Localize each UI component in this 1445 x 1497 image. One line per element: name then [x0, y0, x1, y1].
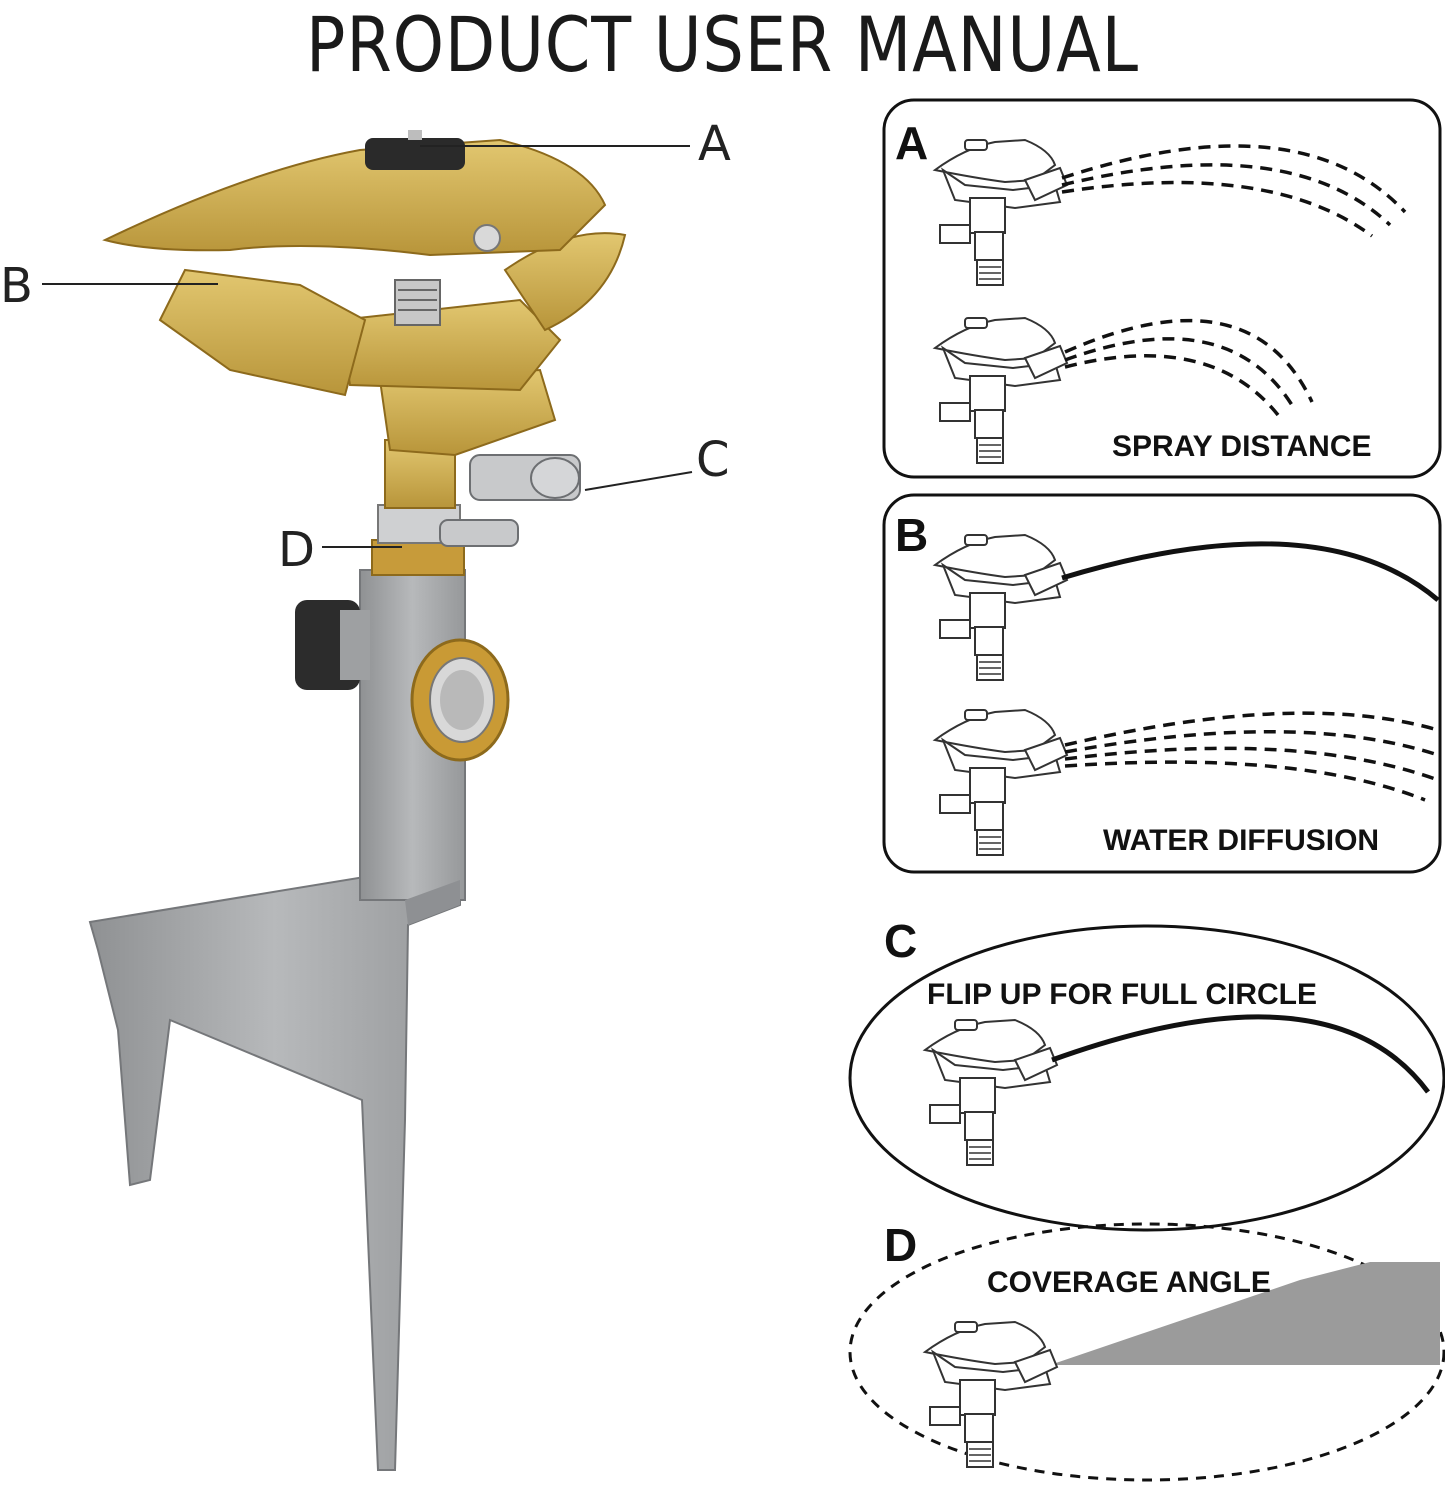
callout-c: C: [696, 432, 730, 488]
panel-a-frame: [882, 98, 1442, 479]
hose-inlet-cap: [295, 600, 370, 690]
nozzle-arm: [158, 268, 367, 397]
brass-hose-connector: [410, 638, 510, 762]
panel-d-label: D: [884, 1219, 918, 1271]
panel-c-frame: [848, 924, 1445, 1232]
callout-d: D: [278, 522, 315, 578]
callout-a: A: [698, 116, 731, 172]
callout-line-c: [584, 471, 693, 491]
panel-b-stream-solid: [1061, 541, 1440, 602]
panel-a-spray-short: [1064, 318, 1314, 417]
top-lever: [102, 138, 607, 257]
page-title: PRODUCT USER MANUAL: [306, 0, 1139, 89]
panel-d-caption: COVERAGE ANGLE: [987, 1266, 1271, 1299]
panel-d-sprinkler: [924, 1321, 1058, 1468]
panel-a-spray-long: [1061, 144, 1407, 238]
panel-c-sprinkler: [924, 1019, 1058, 1166]
callout-b: B: [0, 258, 33, 314]
panel-b-label: B: [895, 509, 929, 561]
panel-a-label: A: [895, 117, 929, 169]
panel-c-caption: FLIP UP FOR FULL CIRCLE: [927, 978, 1318, 1011]
panel-c-stream-solid: [1051, 1014, 1431, 1094]
panel-b-sprinkler-top: [934, 534, 1068, 681]
panel-b-spray-diffused: [1064, 711, 1439, 802]
panel-a-sprinkler-top: [934, 139, 1068, 286]
sprinkler-body: [338, 279, 562, 457]
panel-a-caption: SPRAY DISTANCE: [1112, 430, 1372, 463]
panel-d-coverage-wedge: [1050, 1262, 1440, 1365]
panel-d-frame: [848, 1222, 1445, 1482]
panel-a-sprinkler-bottom: [934, 317, 1068, 464]
panel-b-caption: WATER DIFFUSION: [1103, 824, 1380, 857]
panel-b-frame: [882, 493, 1442, 874]
panel-b-sprinkler-bottom: [934, 709, 1068, 856]
panel-c-label: C: [884, 915, 918, 967]
trip-collar: [469, 454, 581, 501]
